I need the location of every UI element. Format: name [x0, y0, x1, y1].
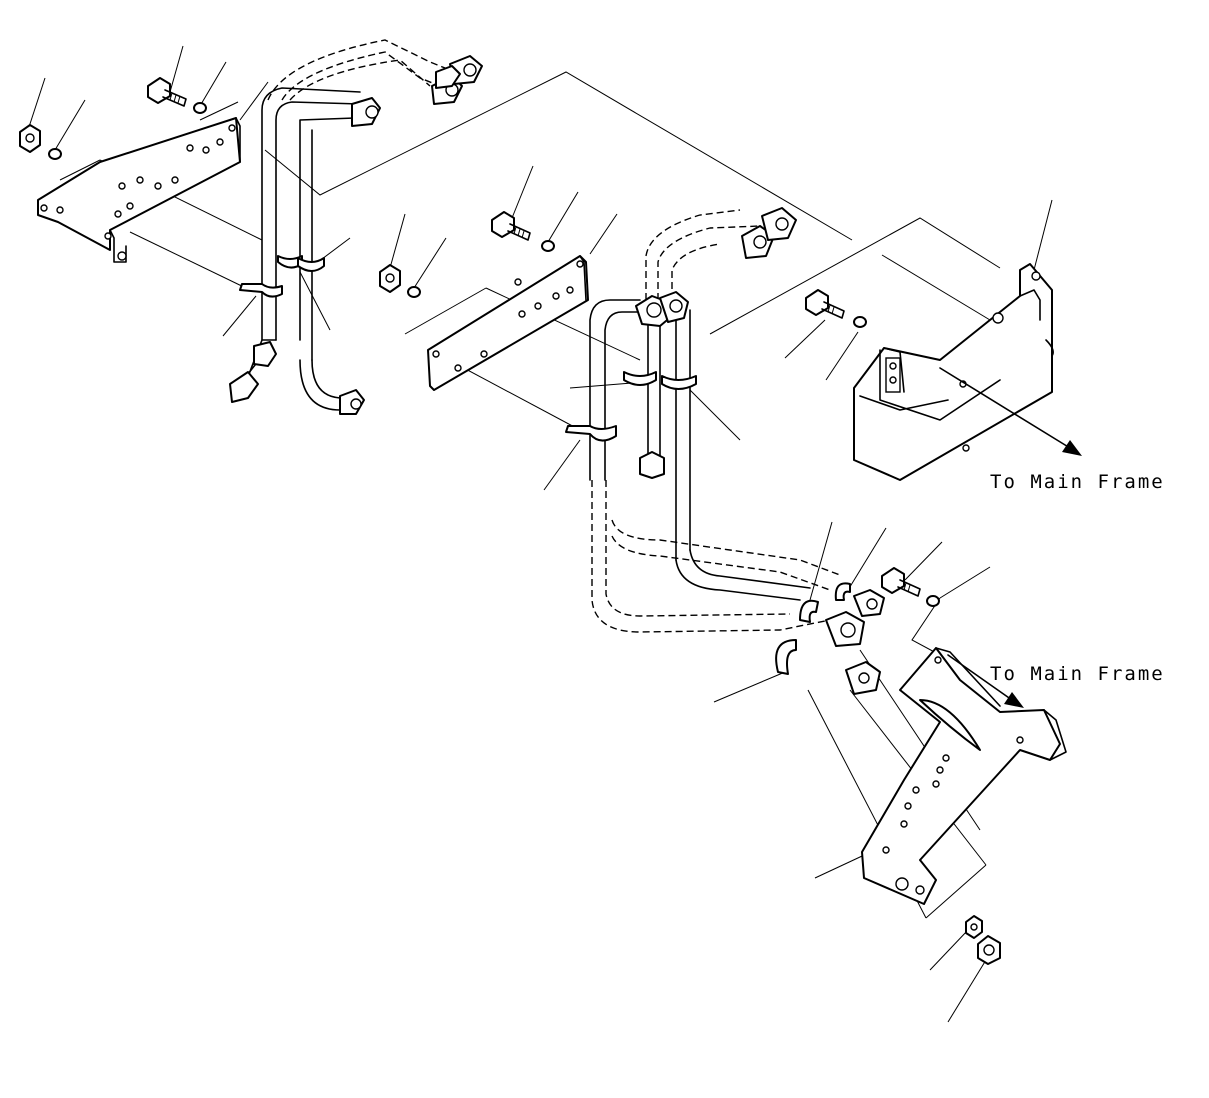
bolt-icon [881, 567, 921, 597]
bolt-icon [147, 77, 187, 107]
washer-icon [853, 316, 867, 328]
bolt-icon [491, 211, 531, 241]
arrow-icon [947, 654, 1024, 708]
lower-right-assembly: To Main Frame [775, 567, 1165, 965]
upper-left-assembly [19, 39, 483, 415]
flange-nut-icon [19, 124, 41, 153]
upper-right-assembly: To Main Frame [805, 263, 1165, 493]
washer-icon [407, 286, 421, 298]
pipe-clamp-icon [565, 371, 697, 442]
pipe-fitting-icon [775, 582, 885, 695]
pipe-fitting-icon [351, 97, 381, 127]
hydraulic-pipes-center [589, 209, 841, 633]
pipe-fitting-icon [229, 341, 277, 403]
flange-nut-icon [977, 935, 1001, 965]
washer-icon [926, 595, 940, 607]
arrow-icon [939, 367, 1082, 456]
pipe-fitting-icon [639, 451, 665, 479]
bracket-plate-left [37, 117, 241, 263]
to-main-frame-label-lower: To Main Frame [990, 663, 1165, 685]
bracket-box [853, 263, 1054, 481]
pipe-fitting-icon [741, 207, 797, 259]
flange-nut-icon [379, 264, 401, 293]
washer-icon [541, 240, 555, 252]
center-assembly [379, 207, 841, 633]
pipe-fitting-icon [339, 389, 365, 415]
washer-icon [48, 148, 62, 160]
washer-icon [193, 102, 207, 114]
bolt-icon [805, 289, 845, 319]
flange-nut-icon [965, 915, 983, 939]
to-main-frame-label-upper: To Main Frame [990, 471, 1165, 493]
pipe-clamp-icon [239, 255, 325, 298]
pipe-fitting-icon [635, 291, 689, 327]
bracket-plate-lower [861, 647, 1067, 905]
bracket-plate-center [427, 255, 589, 391]
pipe-fitting-icon [431, 55, 483, 105]
